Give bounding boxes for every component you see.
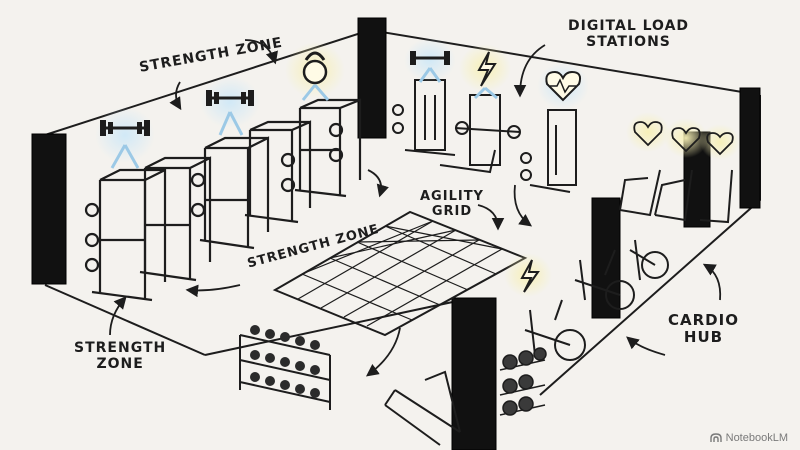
- label-strength-zone-bottom-line2: ZONE: [96, 356, 144, 373]
- power-rack: [84, 168, 167, 302]
- dumbbell-icon: [95, 107, 155, 169]
- label-cardio-line2: HUB: [683, 328, 724, 347]
- pillar-right: [739, 87, 761, 209]
- label-agility-grid: AGILITY GRID: [420, 189, 484, 220]
- notebooklm-logo-icon: [709, 433, 722, 442]
- heart-rate-icon: [537, 62, 589, 110]
- front-treadmill: [384, 370, 461, 446]
- power-rack: [244, 120, 312, 224]
- stationary-bike: [574, 249, 635, 310]
- annotation-arrows: [109, 39, 722, 377]
- dumbbell-icon: [404, 38, 456, 83]
- cardio-equipment: [384, 169, 733, 446]
- power-rack: [139, 156, 212, 282]
- kettlebell-icon: [285, 42, 345, 101]
- pillar-front: [451, 297, 497, 450]
- support-pillars: [31, 17, 761, 450]
- ball-rack: [499, 347, 547, 416]
- watermark-text: NotebookLM: [725, 432, 788, 444]
- label-strength-zone-bottom: STRENGTH ZONE: [74, 340, 166, 372]
- stationary-bike: [629, 239, 669, 281]
- label-cardio-hub: CARDIO HUB: [668, 311, 739, 347]
- label-agility-line2: GRID: [431, 203, 473, 219]
- power-racks: [84, 98, 362, 302]
- dumbbell-icon: [200, 76, 260, 136]
- watermark: NotebookLM: [709, 432, 788, 444]
- heart-rate-icon: [626, 112, 670, 152]
- treadmill: [619, 169, 661, 217]
- label-strength-zone-bottom-line1: STRENGTH: [74, 340, 167, 356]
- power-rack: [190, 136, 270, 250]
- label-digital-load-line1: DIGITAL LOAD: [568, 18, 690, 34]
- pillar-left: [31, 133, 67, 285]
- label-digital-load-line2: STATIONS: [586, 34, 671, 51]
- lightning-icon: [504, 253, 552, 297]
- treadmill: [654, 169, 693, 222]
- label-cardio-line1: CARDIO: [668, 311, 739, 329]
- label-digital-load-stations: DIGITAL LOAD STATIONS: [568, 18, 689, 50]
- label-agility-line1: AGILITY: [420, 189, 484, 204]
- treadmill: [699, 169, 733, 224]
- load-station: [439, 94, 521, 174]
- power-rack: [294, 98, 362, 198]
- stationary-bike: [524, 299, 586, 361]
- lightning-icon: [459, 44, 511, 100]
- heart-rate-icon: [664, 118, 708, 158]
- pillar-back: [357, 17, 387, 139]
- heart-rate-icon: [700, 124, 740, 160]
- load-station: [392, 79, 456, 156]
- load-station: [520, 109, 577, 193]
- dumbbell-rack: [239, 325, 331, 410]
